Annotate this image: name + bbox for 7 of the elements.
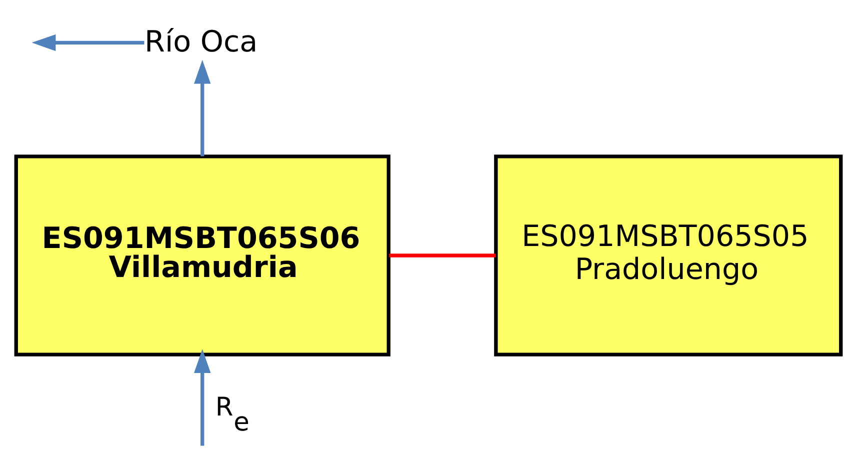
connector <box>389 254 496 258</box>
arrow <box>32 34 144 52</box>
arrow <box>194 60 211 156</box>
arrow <box>194 349 211 446</box>
node-text: Río Oca <box>144 24 258 58</box>
node-box: ES091MSBT065S06 Villamudria <box>14 154 390 356</box>
node-box: ES091MSBT065S05 Pradoluengo <box>494 154 843 356</box>
